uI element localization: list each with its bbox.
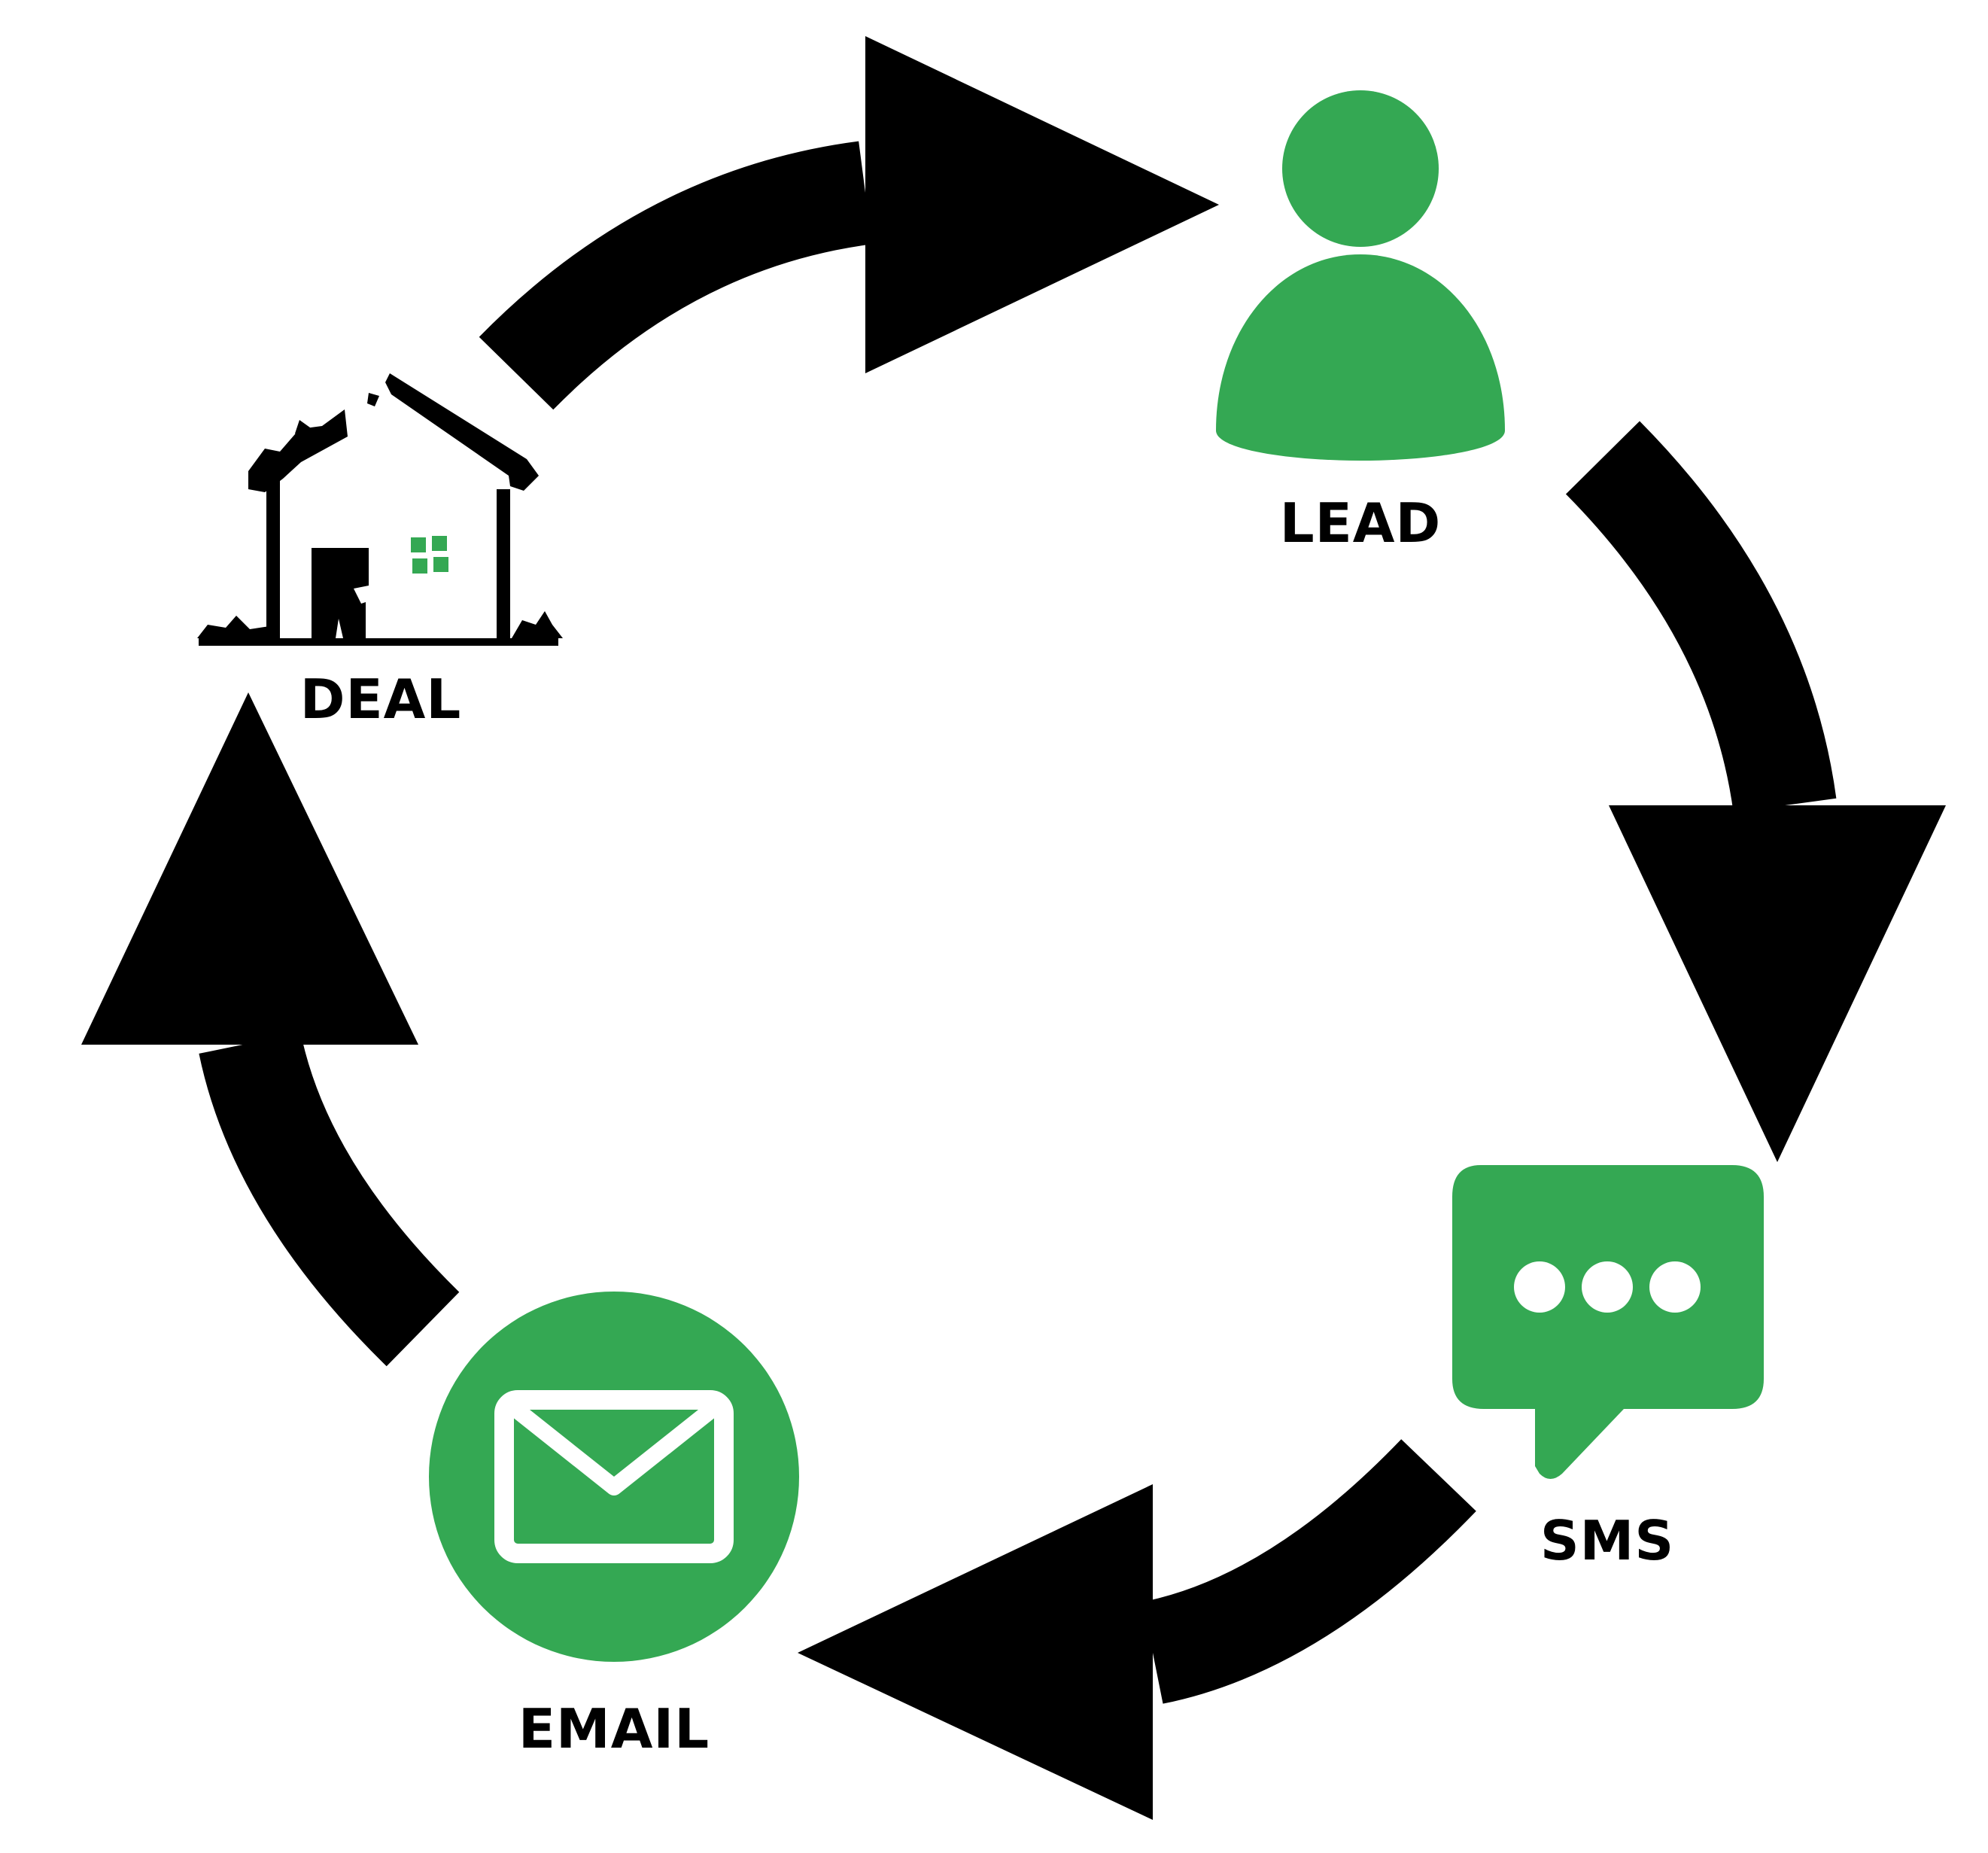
typing-dot-icon [1582,1261,1633,1313]
person-icon [1216,90,1505,461]
arrow-email-to-deal [81,692,460,1367]
arrow-deal-to-lead [479,36,1219,410]
node-email: EMAIL [429,1292,799,1760]
envelope-icon [429,1292,799,1662]
arrow-email-to-deal-head [81,692,418,1045]
node-label-lead: LEAD [1280,491,1442,555]
arrow-sms-to-email [798,1439,1476,1820]
arrow-deal-to-lead-head [865,36,1219,373]
node-sms: SMS [1452,1165,1764,1572]
node-deal: DEAL [197,373,563,731]
arrow-sms-to-email-head [798,1484,1153,1820]
node-label-sms: SMS [1540,1509,1674,1572]
node-label-email: EMAIL [518,1697,710,1760]
node-label-deal: DEAL [300,668,462,731]
typing-dot-icon [1514,1261,1565,1313]
house-icon [197,373,563,646]
chat-bubble-icon [1452,1165,1764,1479]
arrow-lead-to-sms-head [1609,805,1946,1162]
arrow-lead-to-sms-shaft [1565,421,1837,813]
arrow-email-to-deal-shaft [199,1032,460,1367]
window-pane [412,558,427,574]
arrow-sms-to-email-shaft [1141,1439,1476,1704]
node-lead: LEAD [1216,90,1505,555]
arrow-lead-to-sms [1565,421,1946,1162]
window-pane [432,536,447,551]
window-pane [433,557,448,572]
window-pane [411,537,426,552]
typing-dot-icon [1649,1261,1701,1313]
arrow-deal-to-lead-shaft [479,141,873,410]
